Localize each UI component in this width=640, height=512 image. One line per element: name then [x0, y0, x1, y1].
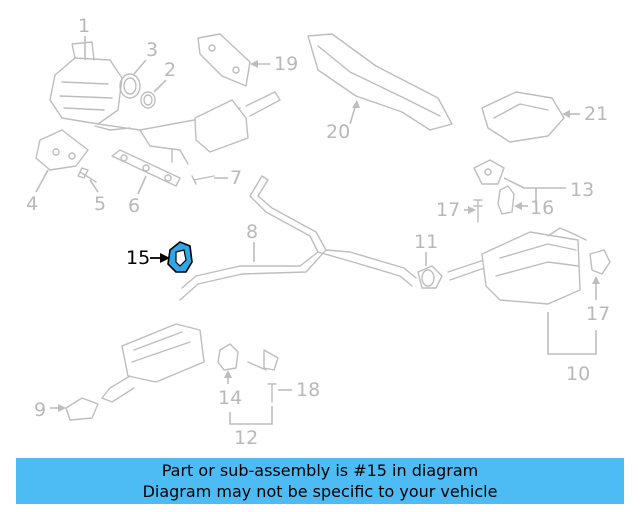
callout-label-9: 9 — [34, 399, 46, 421]
callout-label-15: 15 — [126, 247, 150, 269]
part-20-heat-shield — [307, 33, 453, 131]
banner-line-2: Diagram may not be specific to your vehi… — [142, 482, 498, 501]
callout-label-8: 8 — [246, 221, 258, 243]
callout-label-7: 7 — [230, 167, 242, 189]
callout-15: 15 — [126, 247, 170, 269]
front-muffler — [101, 323, 205, 403]
callout-label-19: 19 — [274, 53, 298, 75]
callout-3: 3 — [133, 39, 158, 75]
part-3-gasket — [119, 73, 141, 99]
part-19-heat-shield — [197, 33, 251, 87]
callout-13: 13 — [503, 177, 594, 206]
callout-label-1: 1 — [78, 15, 90, 37]
callout-17-lower: 18 — [278, 379, 320, 401]
part-16-hanger — [497, 185, 515, 215]
callout-label-6: 6 — [128, 195, 140, 217]
callout-label-11: 11 — [414, 231, 438, 253]
callout-8: 8 — [246, 221, 258, 262]
callout-1: 1 — [78, 15, 90, 60]
part-17-bolt-upper — [473, 199, 483, 223]
callout-label-5: 5 — [94, 193, 106, 215]
part-11-clamp — [417, 265, 443, 289]
part-13-bracket — [473, 159, 505, 185]
part-17-bolt-lower — [247, 349, 279, 403]
callout-label-17b: 18 — [296, 379, 320, 401]
callout-label-18: 17 — [586, 303, 610, 325]
part-1-catalytic-converter — [49, 41, 281, 165]
callout-label-2: 2 — [164, 59, 176, 81]
callout-2: 2 — [153, 59, 176, 93]
part-15-hanger-highlighted[interactable] — [167, 241, 193, 273]
callout-20: 20 — [326, 100, 360, 143]
exhaust-diagram: 1 3 2 4 5 6 — [26, 15, 611, 449]
callout-14: 14 — [218, 370, 242, 409]
part-8-intermediate-pipe — [179, 175, 417, 301]
callout-6: 6 — [128, 175, 147, 217]
part-6-bracket — [111, 149, 181, 187]
callout-label-17a: 17 — [436, 199, 460, 221]
callout-19: 19 — [250, 53, 298, 75]
callout-18: 17 — [586, 276, 610, 325]
part-18-valve — [589, 249, 611, 275]
callout-label-16: 16 — [530, 197, 554, 219]
callout-label-20: 20 — [326, 121, 350, 143]
callout-10: 10 — [547, 312, 597, 385]
info-banner: Part or sub-assembly is #15 in diagram D… — [16, 458, 624, 504]
callout-9: 9 — [34, 399, 66, 421]
rear-muffler — [447, 227, 587, 305]
callout-21: 21 — [562, 103, 608, 125]
callout-5: 5 — [89, 179, 106, 215]
callout-7: 7 — [214, 167, 242, 189]
callout-label-14: 14 — [218, 387, 242, 409]
callout-label-12: 12 — [234, 427, 258, 449]
part-4-bracket — [35, 129, 89, 171]
part-2-gasket — [140, 91, 156, 109]
callout-17-upper: 17 — [436, 199, 476, 221]
callout-label-4: 4 — [26, 193, 38, 215]
part-21-heat-shield — [481, 91, 565, 143]
part-5-bolt — [77, 167, 97, 183]
part-14-hanger — [217, 343, 239, 371]
callout-label-10: 10 — [566, 363, 590, 385]
callout-4: 4 — [26, 169, 49, 215]
callout-11: 11 — [414, 231, 438, 266]
part-9-bracket — [65, 397, 99, 421]
callout-label-13: 13 — [570, 179, 594, 201]
part-7-bolt — [191, 175, 215, 185]
callout-16: 16 — [514, 197, 554, 219]
banner-line-1: Part or sub-assembly is #15 in diagram — [161, 461, 479, 480]
callout-label-3: 3 — [146, 39, 158, 61]
callout-label-21: 21 — [584, 103, 608, 125]
callout-12: 12 — [229, 406, 273, 449]
